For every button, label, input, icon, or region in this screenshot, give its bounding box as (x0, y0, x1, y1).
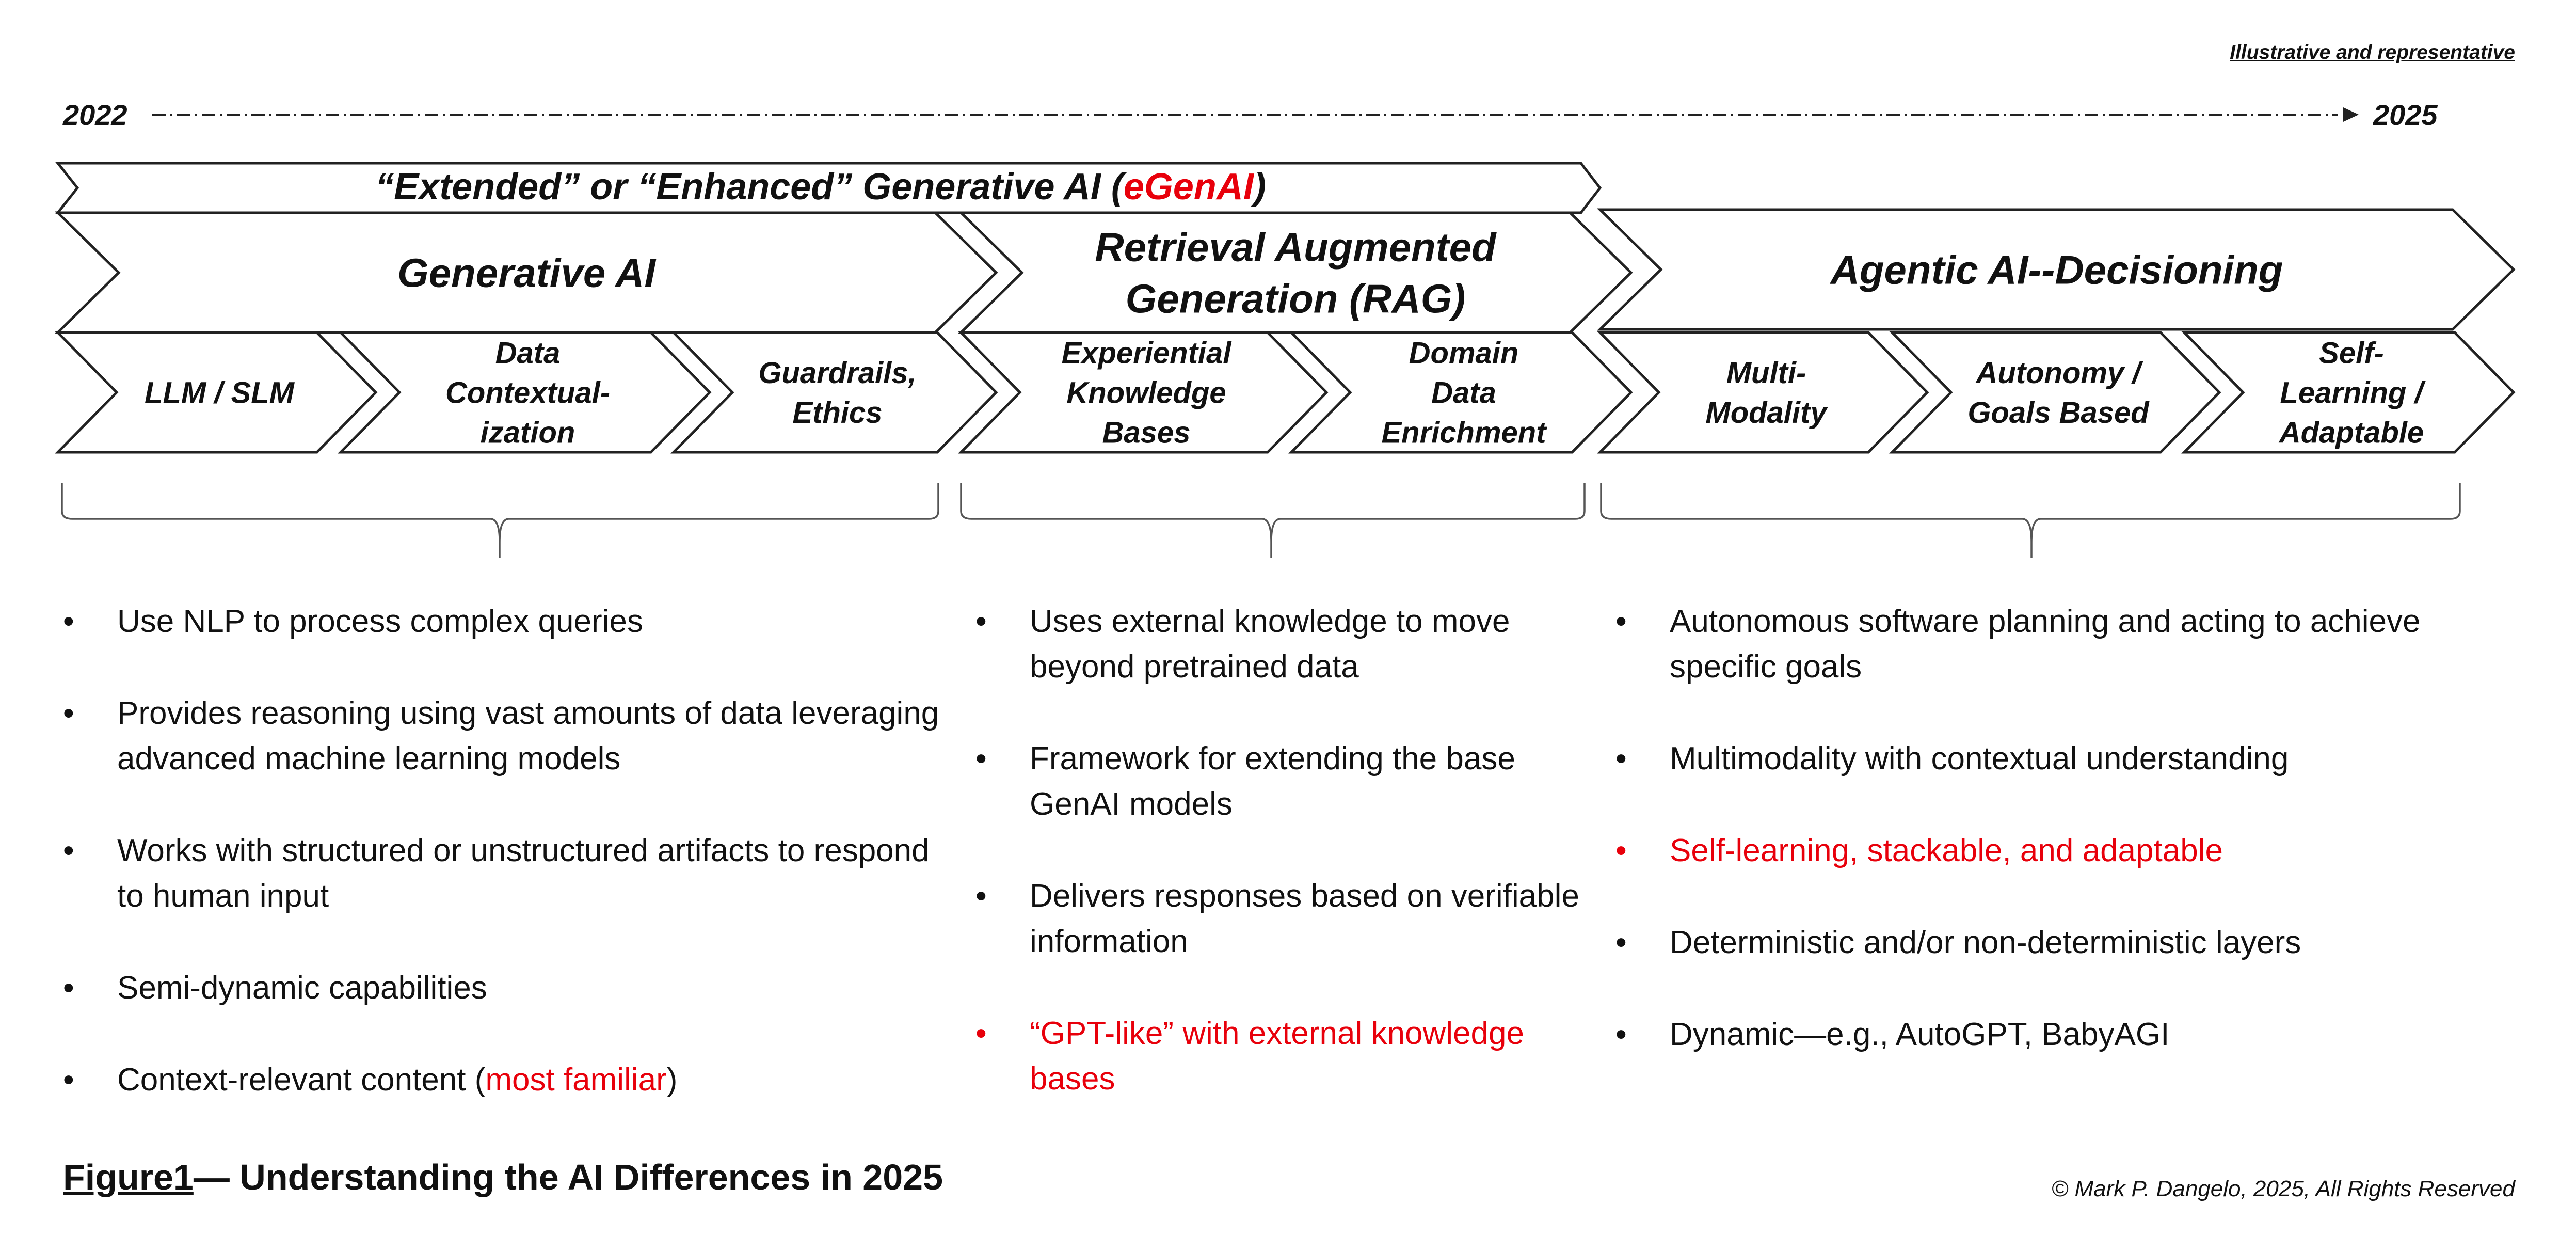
bullet-item: Provides reasoning using vast amounts of… (63, 691, 940, 782)
capability-chevron (55, 331, 378, 454)
generative-ai-bullets: Use NLP to process complex queries Provi… (63, 599, 940, 1149)
capability-label-line: Bases (1102, 416, 1191, 449)
phase-title-line: Agentic AI--Decisioning (1830, 247, 2283, 292)
bullet-text: Deterministic and/or non-deterministic l… (1670, 925, 2301, 960)
bullet-item: Delivers responses based on verifiable i… (975, 874, 1590, 964)
bullet-text: Works with structured or unstructured ar… (117, 833, 930, 914)
figure-label: Figure1 (63, 1157, 194, 1197)
capability-label-line: Data (1431, 376, 1496, 409)
capability-label: LLM / SLM (145, 376, 295, 409)
bullet-item: Use NLP to process complex queries (63, 599, 940, 644)
phase-chevron (1596, 208, 2516, 331)
agentic-ai-bullets: Autonomous software planning and acting … (1615, 599, 2503, 1104)
bullet-item: Semi-dynamic capabilities (63, 965, 940, 1011)
capability-label-line: Modality (1705, 396, 1828, 430)
capability-label-line: LLM / SLM (145, 376, 295, 409)
phase-title: Agentic AI--Decisioning (1830, 247, 2283, 292)
figure-title: — Understanding the AI Differences in 20… (193, 1157, 943, 1197)
bullet-item: Multimodality with contextual understand… (1615, 736, 2503, 782)
capability-label-line: Learning / (2280, 376, 2426, 409)
bullet-text: Uses external knowledge to move beyond p… (1030, 604, 1510, 685)
capability-label-line: Contextual- (445, 376, 610, 409)
timeline-end-label: 2025 (2373, 99, 2438, 131)
capability-chevron (1288, 331, 1633, 454)
capability-label-line: Goals Based (1967, 396, 2150, 430)
rag-bullets: Uses external knowledge to move beyond p… (975, 599, 1590, 1148)
capability-label-line: ization (481, 416, 575, 449)
bullet-item: Works with structured or unstructured ar… (63, 828, 940, 919)
bullet-text: Autonomous software planning and acting … (1670, 604, 2421, 685)
bullet-text: Dynamic—e.g., AutoGPT, BabyAGI (1670, 1017, 2170, 1052)
bullet-text: Framework for extending the base GenAI m… (1030, 741, 1515, 822)
bullet-text: Delivers responses based on verifiable i… (1030, 878, 1579, 959)
capability-label-line: Domain (1409, 336, 1519, 370)
bullet-item: Context-relevant content (most familiar) (63, 1057, 940, 1103)
bullet-text: Use NLP to process complex queries (117, 604, 643, 639)
bullet-text: Context-relevant content ( (117, 1062, 486, 1098)
capability-label: Autonomy / Goals Based (1967, 356, 2150, 430)
phase-title-line: Generation (RAG) (1126, 276, 1466, 321)
capability-label-line: Autonomy / (1975, 356, 2144, 390)
egenai-banner-highlight: eGenAI (1124, 166, 1255, 208)
phase-bracket (1600, 483, 2461, 558)
bullet-text: “GPT-like” with external knowledge bases (1030, 1016, 1524, 1097)
capability-chevron (1889, 331, 2221, 454)
capability-chevron (1597, 331, 1929, 454)
capability-label-line: Ethics (792, 396, 882, 430)
bullet-item: Framework for extending the base GenAI m… (975, 736, 1590, 827)
figure-caption: Figure1— Understanding the AI Difference… (63, 1157, 943, 1198)
capability-label-line: Multi- (1726, 356, 1806, 390)
capability-chevron (958, 331, 1329, 454)
capability-label-line: Experiential (1062, 336, 1233, 370)
phase-bracket (61, 483, 939, 558)
egenai-banner-arrow (55, 162, 1602, 214)
capability-chevron (670, 331, 998, 454)
bullet-item: Autonomous software planning and acting … (1615, 599, 2503, 690)
illustrative-note: Illustrative and representative (2230, 41, 2515, 64)
capability-label: Self- Learning / Adaptable (2278, 336, 2426, 449)
capability-label-line: Data (495, 336, 561, 370)
bullet-item: Uses external knowledge to move beyond p… (975, 599, 1590, 690)
timeline-start-label: 2022 (62, 99, 127, 131)
capability-label: Multi- Modality (1705, 356, 1828, 430)
capability-chevron (2181, 331, 2516, 454)
capability-label-line: Self- (2319, 336, 2384, 370)
phase-title-line: Retrieval Augmented (1095, 224, 1497, 270)
copyright-notice: © Mark P. Dangelo, 2025, All Rights Rese… (2051, 1176, 2515, 1201)
bullet-text: Provides reasoning using vast amounts of… (117, 695, 939, 777)
bullet-text: Multimodality with contextual understand… (1670, 741, 2289, 777)
bullet-text: Semi-dynamic capabilities (117, 970, 487, 1006)
capability-label: Guardrails, Ethics (758, 356, 916, 430)
capability-label-line: Adaptable (2278, 416, 2424, 449)
bullet-item-highlighted: “GPT-like” with external knowledge bases (975, 1011, 1590, 1102)
bullet-suffix: ) (666, 1062, 678, 1098)
capability-label-line: Knowledge (1066, 376, 1226, 409)
timeline-arrowhead-icon (2343, 107, 2359, 122)
bullet-item-highlighted: Self-learning, stackable, and adaptable (1615, 828, 2503, 874)
phase-title: Generative AI (397, 250, 656, 295)
bullet-item: Deterministic and/or non-deterministic l… (1615, 920, 2503, 965)
capability-chevron (338, 331, 712, 454)
phase-bracket (960, 483, 1586, 558)
capability-label-line: Guardrails, (758, 356, 916, 390)
phase-title-line: Generative AI (397, 250, 656, 295)
egenai-banner-prefix: “Extended” or “Enhanced” Generative AI ( (375, 166, 1127, 208)
bullet-text: Self-learning, stackable, and adaptable (1670, 833, 2223, 868)
capability-label-line: Enrichment (1381, 416, 1547, 449)
egenai-banner-label: “Extended” or “Enhanced” Generative AI (… (375, 166, 1266, 208)
bullet-highlight: most familiar (485, 1062, 667, 1098)
bullet-item: Dynamic—e.g., AutoGPT, BabyAGI (1615, 1012, 2503, 1057)
